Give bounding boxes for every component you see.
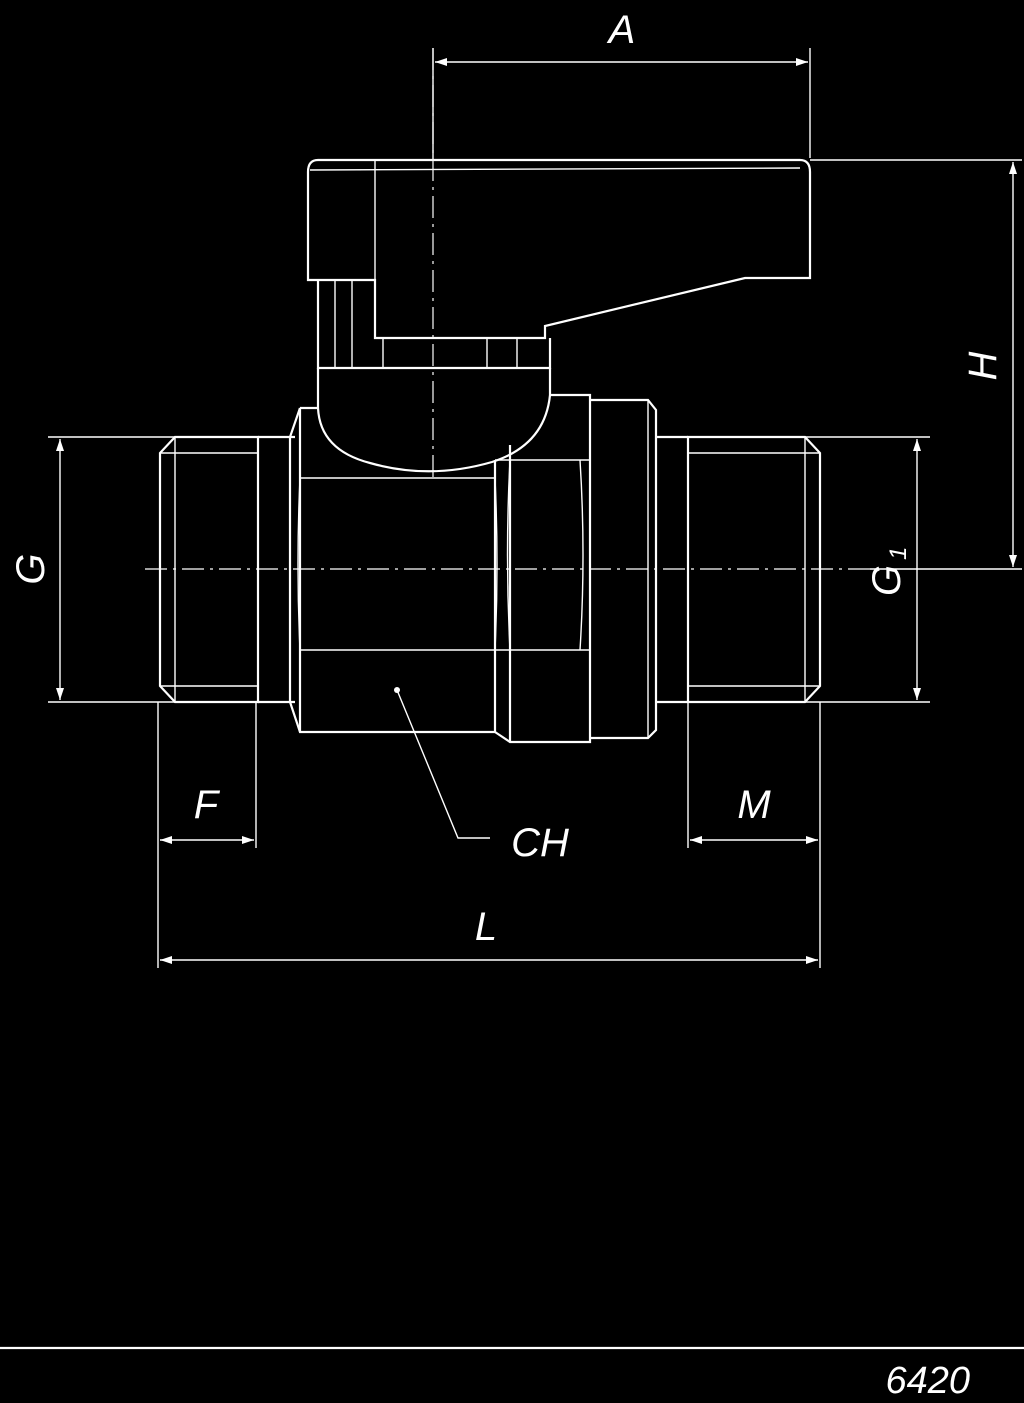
dimension-g1: G 1 [805, 436, 930, 703]
valve-body-top [316, 368, 552, 473]
union-nut [494, 393, 688, 744]
valve-handle [306, 158, 812, 370]
dimension-l-label: L [475, 905, 497, 949]
dimension-a-label: A [607, 8, 636, 52]
footer: 6420 [0, 1346, 1024, 1402]
dimension-ch: CH [394, 687, 569, 865]
dimension-g1-label: G [865, 565, 909, 596]
dimension-g1-subscript: 1 [885, 547, 912, 560]
dimension-g-label: G [9, 553, 53, 584]
dimension-a: A [432, 8, 811, 160]
hex-body [288, 406, 498, 734]
dimension-m: M [687, 702, 821, 968]
dimension-f-label: F [194, 783, 221, 827]
dimension-m-label: M [737, 783, 771, 827]
drawing-code: 6420 [885, 1360, 970, 1402]
dimension-f: F [157, 702, 257, 968]
dimension-h-label: H [961, 351, 1005, 380]
centerlines [145, 48, 870, 570]
dimension-g: G [9, 436, 175, 703]
dimension-ch-label: CH [511, 821, 569, 865]
dimension-h: H [810, 159, 1022, 570]
dimension-l: L [160, 905, 818, 964]
